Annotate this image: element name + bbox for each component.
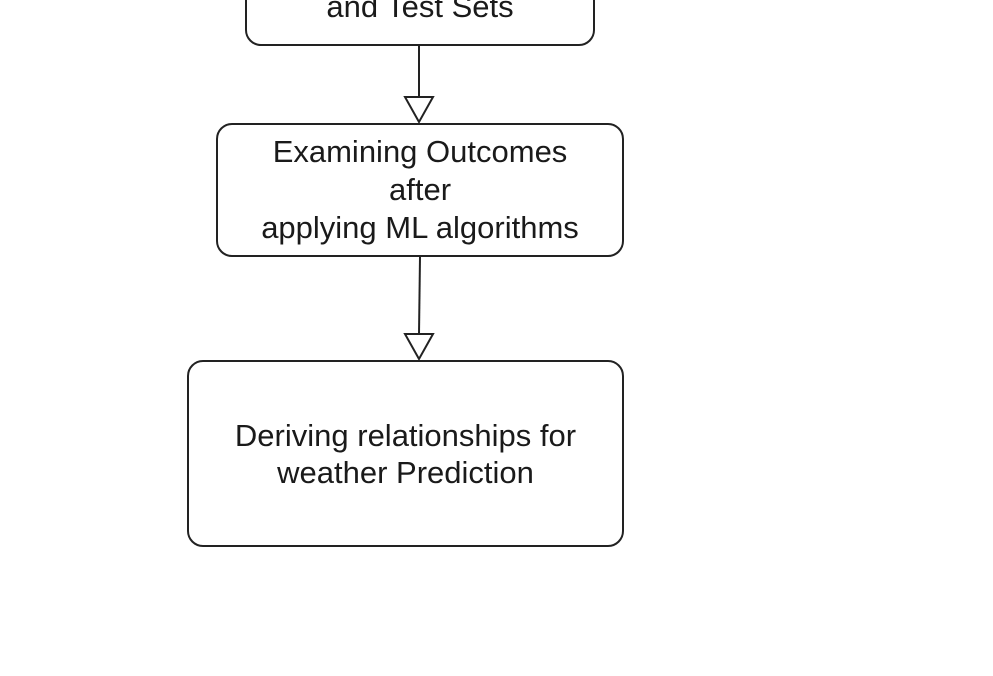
arrow-examining-to-deriving [403,256,435,362]
node-examining-outcomes: Examining Outcomes after applying ML alg… [216,123,624,257]
node-train-test-split: and Test Sets [245,0,595,46]
arrowhead-icon [403,96,435,125]
node-label-line: Deriving relationships for [234,417,577,453]
arrow-split-to-examining [403,46,435,125]
arrowhead-icon [403,333,435,362]
node-label-line: Examining Outcomes [272,134,568,169]
node-label-line: after [388,172,452,207]
node-label-line: applying ML algorithms [261,210,579,245]
node-deriving-relationships: Deriving relationships for weather Predi… [187,360,624,547]
node-label-line: and Test Sets [326,0,514,24]
node-label-line: weather Prediction [277,454,534,490]
arrow-line [418,256,421,335]
